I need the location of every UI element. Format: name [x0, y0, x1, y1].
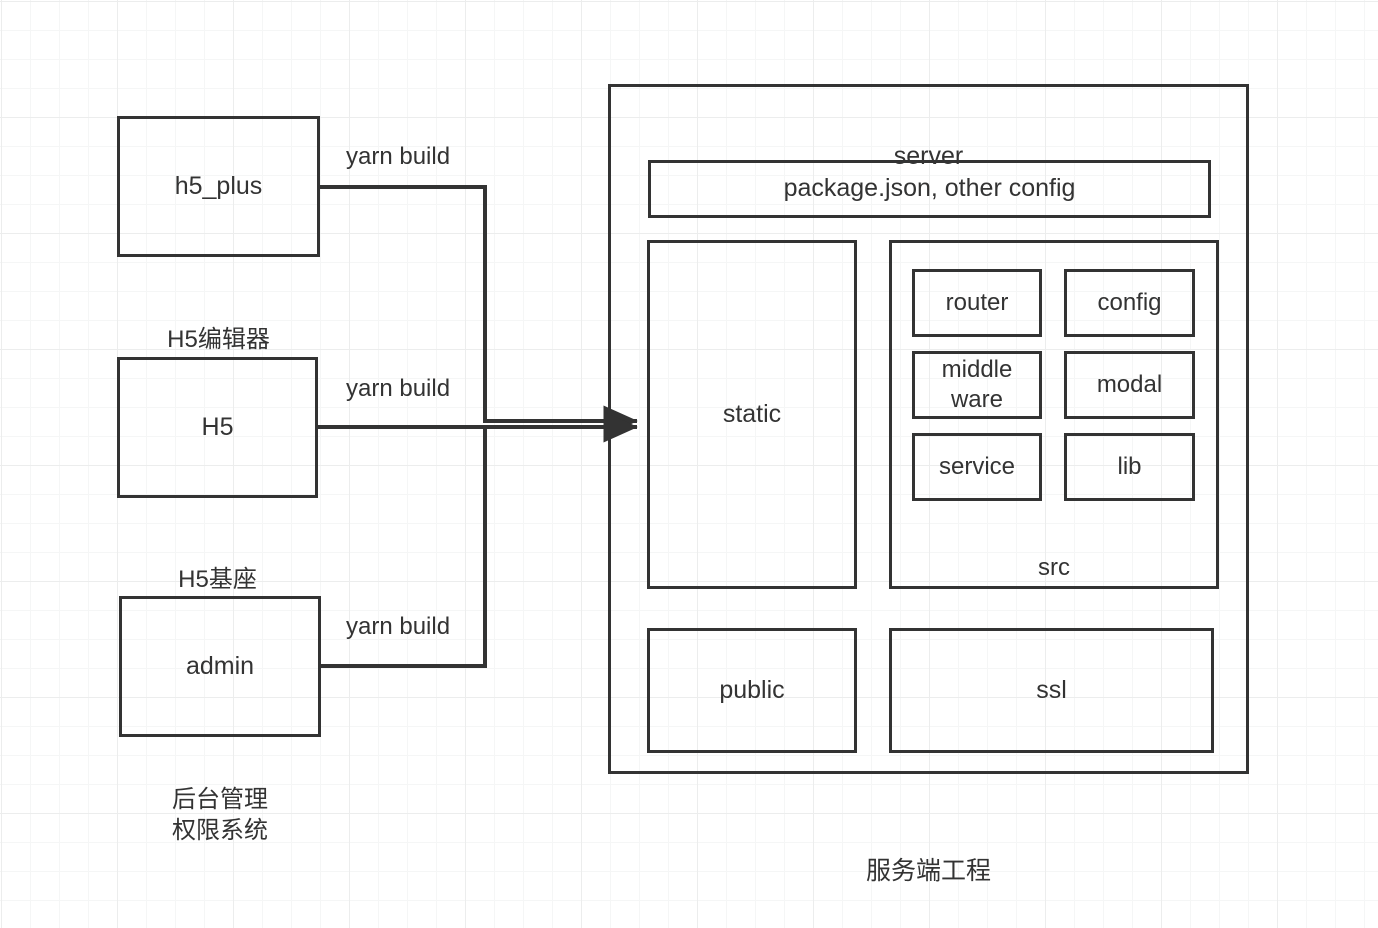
node-server[interactable]: server package.json, other config static…	[608, 84, 1249, 774]
edge-label-h5: yarn build	[346, 375, 451, 402]
node-src-modal[interactable]: modal	[1064, 351, 1195, 419]
caption-admin: 后台管理 权限系统	[172, 786, 268, 845]
node-src-middleware[interactable]: middle ware	[912, 351, 1042, 419]
server-title: server	[893, 141, 964, 170]
node-static[interactable]: static	[647, 240, 857, 589]
caption-server: 服务端工程	[865, 856, 991, 885]
node-h5-plus-label: h5_plus	[174, 171, 263, 200]
caption-h5-plus: H5编辑器	[167, 326, 270, 354]
node-h5[interactable]: H5	[117, 357, 318, 498]
node-src-config[interactable]: config	[1064, 269, 1195, 337]
src-title: src	[1038, 554, 1070, 582]
edge-label-admin: yarn build	[346, 613, 451, 640]
node-src[interactable]: router config middle ware modal service …	[889, 240, 1219, 589]
node-src-service[interactable]: service	[912, 433, 1042, 501]
node-h5-label: H5	[201, 412, 234, 441]
node-src-lib[interactable]: lib	[1064, 433, 1195, 501]
edge-label-h5-plus: yarn build	[346, 143, 451, 170]
node-public[interactable]: public	[647, 628, 857, 753]
node-h5-plus[interactable]: h5_plus	[117, 116, 320, 257]
node-package-config[interactable]: package.json, other config	[648, 160, 1211, 218]
node-src-router[interactable]: router	[912, 269, 1042, 337]
node-ssl[interactable]: ssl	[889, 628, 1214, 753]
node-admin-label: admin	[185, 651, 255, 680]
caption-h5: H5基座	[178, 566, 257, 594]
node-admin[interactable]: admin	[119, 596, 321, 737]
